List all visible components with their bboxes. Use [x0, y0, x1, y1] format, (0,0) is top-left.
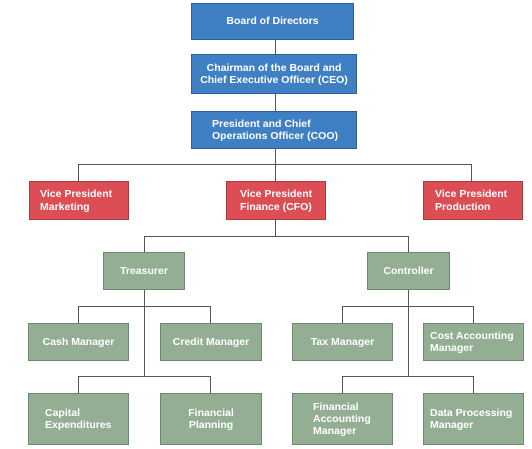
treasurer-label: Treasurer: [120, 264, 168, 277]
data-processing-manager-box: Data Processing Manager: [423, 393, 524, 445]
vp-production-label: Vice President Production: [435, 188, 508, 213]
data-processing-manager-label: Data Processing Manager: [430, 406, 513, 431]
treasurer-box: Treasurer: [103, 252, 185, 290]
tax-manager-box: Tax Manager: [292, 323, 393, 361]
controller-label: Controller: [383, 264, 434, 277]
vp-finance-box: Vice President Finance (CFO): [226, 181, 326, 220]
vp-finance-label: Vice President Finance (CFO): [240, 188, 313, 213]
cash-manager-label: Cash Manager: [42, 335, 115, 348]
vp-marketing-box: Vice President Marketing: [29, 181, 129, 220]
vp-production-box: Vice President Production: [423, 181, 523, 220]
board-of-directors-box: Board of Directors: [191, 3, 354, 40]
financial-planning-box: Financial Planning: [160, 393, 262, 445]
credit-manager-label: Credit Manager: [172, 335, 250, 348]
board-of-directors-label: Board of Directors: [226, 15, 319, 28]
vp-marketing-label: Vice President Marketing: [40, 188, 113, 213]
cash-manager-box: Cash Manager: [28, 323, 129, 361]
financial-accounting-manager-label: Financial Accounting Manager: [313, 400, 371, 438]
capital-expenditures-box: Capital Expenditures: [28, 393, 129, 445]
cost-accounting-manager-label: Cost Accounting Manager: [430, 329, 514, 354]
ceo-label: Chairman of the Board and Chief Executiv…: [200, 61, 348, 86]
tax-manager-label: Tax Manager: [310, 335, 375, 348]
financial-accounting-manager-box: Financial Accounting Manager: [292, 393, 393, 445]
coo-box: President and Chief Operations Officer (…: [191, 111, 357, 149]
ceo-box: Chairman of the Board and Chief Executiv…: [191, 54, 357, 94]
capital-expenditures-label: Capital Expenditures: [45, 406, 112, 431]
cost-accounting-manager-box: Cost Accounting Manager: [423, 323, 524, 361]
financial-planning-label: Financial Planning: [188, 406, 234, 431]
coo-label: President and Chief Operations Officer (…: [212, 117, 339, 142]
controller-box: Controller: [367, 252, 450, 290]
credit-manager-box: Credit Manager: [160, 323, 262, 361]
